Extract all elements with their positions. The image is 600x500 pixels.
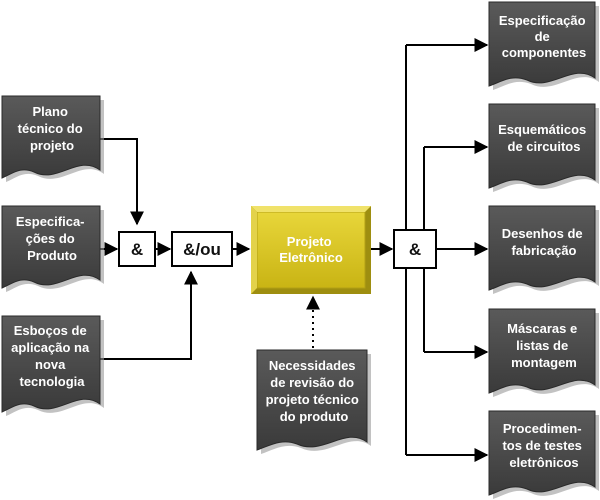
document-line: Produto: [27, 248, 77, 263]
document-line: de: [535, 29, 550, 44]
connector-esbocos-to-andor: [100, 270, 198, 360]
svg-text:Especifica- ções do: Especifica- ções do Produto: [16, 214, 88, 263]
document-especificacao: Especificação de componentes: [488, 1, 599, 90]
document-desenhos: Desenhos de fabricação: [488, 205, 599, 294]
document-line: eletrônicos: [509, 455, 578, 470]
document-line: montagem: [511, 355, 577, 370]
document-line: de revisão do: [270, 375, 354, 390]
document-line: Especifica-: [16, 214, 85, 229]
svg-text:Projeto Eletrônico: Projeto Eletrônico: [279, 234, 343, 265]
svg-text:Procedimen- tos de teste: Procedimen- tos de testes eletrônicos: [502, 421, 585, 470]
document-line: Plano: [32, 104, 67, 119]
svg-text:Necessidades de revisão: Necessidades de revisão do projeto técni…: [266, 358, 363, 424]
document-mascaras: Máscaras e listas de montagem: [488, 308, 599, 397]
document-line: nova: [35, 357, 66, 372]
document-esbocos: Esboços de aplicação na nova tecnologia: [1, 315, 104, 416]
svg-text:Plano técnico do p: Plano técnico do projeto: [18, 104, 87, 153]
process-line: Eletrônico: [279, 250, 343, 265]
document-line: Procedimen-: [503, 421, 582, 436]
document-line: de circuitos: [508, 139, 581, 154]
document-line: Necessidades: [269, 358, 356, 373]
document-line: projeto: [30, 138, 74, 153]
document-line: Especificação: [499, 13, 586, 28]
document-line: aplicação na: [11, 340, 90, 355]
process-line: Projeto: [287, 234, 332, 249]
document-plano: Plano técnico do projeto: [1, 95, 104, 182]
svg-text:Esquemáticos de circuito: Esquemáticos de circuitos: [498, 122, 590, 154]
document-especificacoes: Especifica- ções do Produto: [1, 205, 104, 292]
document-line: fabricação: [511, 243, 576, 258]
gate-and-or: &/ou: [171, 231, 233, 267]
gate-and-right: &: [393, 229, 437, 269]
document-revisao: Necessidades de revisão do projeto técni…: [256, 349, 371, 454]
document-line: Máscaras e: [507, 321, 577, 336]
document-line: listas de: [516, 338, 568, 353]
document-line: tecnologia: [19, 374, 85, 389]
gate-label: &: [131, 240, 143, 259]
document-line: componentes: [502, 45, 587, 60]
gate-and-left: &: [118, 231, 156, 267]
document-line: Desenhos de: [502, 226, 583, 241]
svg-text:Esboços de aplicação na: Esboços de aplicação na nova tecnologia: [11, 323, 93, 389]
gate-label: &: [409, 240, 421, 259]
connectors: [100, 38, 489, 462]
document-procedimentos: Procedimen- tos de testes eletrônicos: [488, 410, 599, 499]
document-line: Esquemáticos: [498, 122, 586, 137]
process-projeto-eletronico: Projeto Eletrônico: [251, 206, 371, 294]
document-line: projeto técnico: [266, 392, 359, 407]
svg-text:Máscaras e listas de: Máscaras e listas de montagem: [507, 321, 581, 370]
svg-text:Especificação de c: Especificação de componentes: [499, 13, 589, 60]
document-line: ções do: [26, 231, 75, 246]
document-line: do produto: [280, 409, 349, 424]
document-line: tos de testes: [502, 438, 581, 453]
connector-plano-to-and: [100, 138, 144, 226]
document-esquematicos: Esquemáticos de circuitos: [488, 103, 599, 192]
gate-label: &/ou: [183, 240, 221, 259]
svg-text:Desenhos de fabricação: Desenhos de fabricação: [502, 226, 587, 258]
document-line: Esboços de: [14, 323, 87, 338]
document-line: técnico do: [18, 121, 83, 136]
